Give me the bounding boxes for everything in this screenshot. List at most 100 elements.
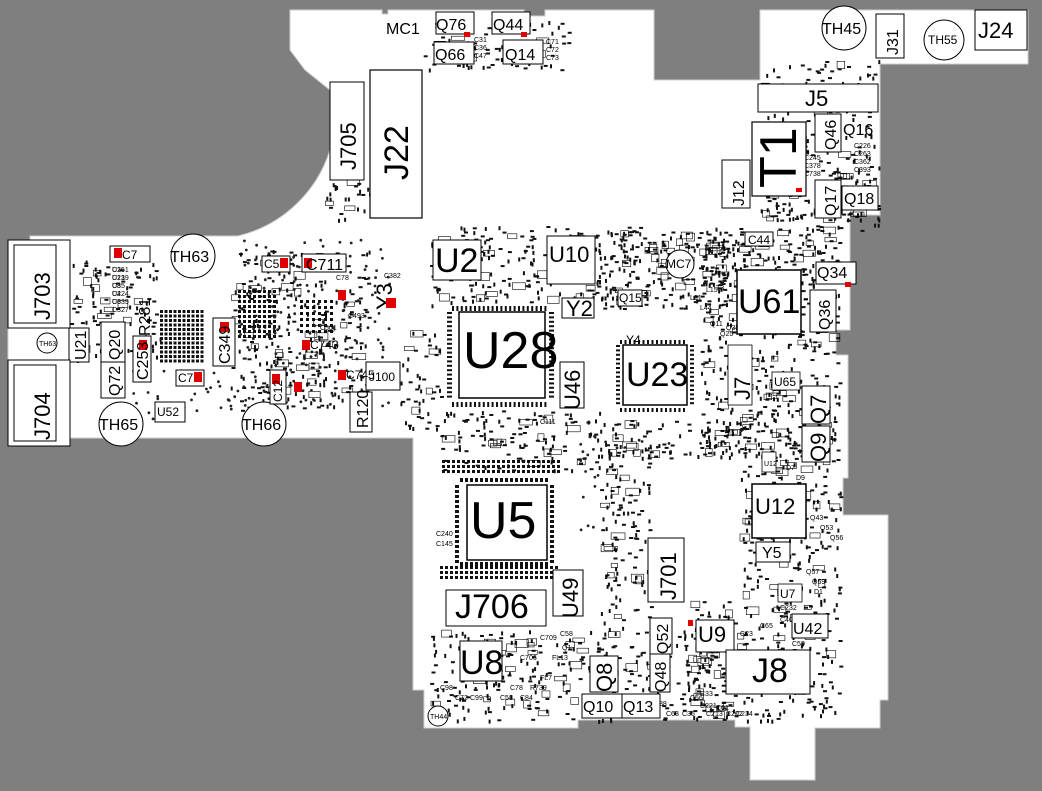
transistor-q20[interactable]: Q20 bbox=[100, 321, 126, 363]
component-u2[interactable]: U2 bbox=[432, 239, 482, 281]
smd-pad bbox=[710, 315, 715, 318]
transistor-q44[interactable]: Q44 bbox=[491, 11, 531, 35]
component-u7[interactable]: U7 bbox=[777, 583, 803, 603]
thermistor-th44[interactable]: TH44 bbox=[427, 705, 449, 727]
transistor-q15-label: Q15 bbox=[619, 291, 642, 305]
smd-pad bbox=[767, 646, 770, 651]
connector-j100[interactable]: J100 bbox=[365, 361, 401, 391]
transformer-t1[interactable]: T1 bbox=[750, 121, 808, 197]
transistor-q34[interactable]: Q34 bbox=[815, 261, 857, 285]
transistor-q52[interactable]: Q52 bbox=[649, 617, 673, 655]
component-u21[interactable]: U21 bbox=[68, 327, 90, 363]
transistor-q72[interactable]: Q72 bbox=[100, 361, 126, 399]
smd-pad bbox=[847, 213, 852, 216]
capacitor-c12[interactable]: C12 bbox=[269, 369, 287, 405]
transistor-q76[interactable]: Q76 bbox=[435, 11, 475, 35]
crystal-y4[interactable]: Y4 bbox=[626, 333, 641, 347]
connector-j31[interactable]: J31 bbox=[875, 13, 905, 59]
component-u42[interactable]: U42 bbox=[791, 613, 829, 639]
smd-pad bbox=[830, 70, 835, 73]
connector-j704[interactable]: J704 bbox=[7, 359, 71, 447]
via bbox=[586, 453, 590, 457]
connector-j7[interactable]: J7 bbox=[727, 344, 755, 406]
connector-j24[interactable]: J24 bbox=[974, 9, 1028, 51]
thermistor-th55[interactable]: TH55 bbox=[923, 19, 965, 61]
component-u46[interactable]: U46 bbox=[559, 361, 585, 410]
transistor-q36[interactable]: Q36 bbox=[809, 289, 837, 333]
component-u52[interactable]: U52 bbox=[154, 401, 186, 423]
smd-pad bbox=[772, 198, 777, 201]
component-u9[interactable]: U9 bbox=[695, 619, 735, 653]
via bbox=[386, 275, 390, 279]
connector-j701[interactable]: J701 bbox=[647, 537, 685, 603]
smd-pad bbox=[510, 576, 513, 579]
smd-pad bbox=[829, 240, 834, 243]
resistor-r281[interactable]: R281 bbox=[137, 298, 154, 336]
smd-pad bbox=[436, 427, 438, 432]
smd-pad bbox=[737, 248, 739, 253]
transistor-q16[interactable]: Q16 bbox=[843, 122, 873, 139]
smd-pad bbox=[187, 346, 190, 349]
smd-pad bbox=[629, 646, 634, 649]
transistor-q66[interactable]: Q66 bbox=[433, 41, 475, 65]
thermistor-th63-small[interactable]: TH63 bbox=[36, 332, 58, 354]
transistor-q7[interactable]: Q7 bbox=[801, 385, 831, 425]
component-u28[interactable]: U28 bbox=[458, 311, 558, 399]
component-u65[interactable]: U65 bbox=[771, 371, 801, 391]
smd-pad bbox=[541, 23, 544, 28]
smd-pad bbox=[651, 272, 656, 275]
thermistor-th45[interactable]: TH45 bbox=[821, 5, 867, 51]
component-u49[interactable]: U49 bbox=[552, 569, 584, 618]
component-u23[interactable]: U23 bbox=[622, 344, 688, 406]
transistor-q13[interactable]: Q13 bbox=[621, 693, 661, 719]
transistor-q8[interactable]: Q8 bbox=[589, 655, 619, 693]
capacitor-c253[interactable]: C253 bbox=[132, 335, 152, 383]
smd-pad bbox=[728, 455, 731, 460]
connector-j703[interactable]: J703 bbox=[7, 239, 71, 329]
connector-j12[interactable]: J12 bbox=[721, 159, 751, 209]
transistor-q46[interactable]: Q46 bbox=[814, 113, 842, 153]
capacitor-c349[interactable]: C349 bbox=[212, 317, 236, 367]
transistor-q10[interactable]: Q10 bbox=[581, 693, 623, 719]
transistor-q48[interactable]: Q48 bbox=[649, 653, 671, 693]
smd-pad bbox=[405, 421, 407, 426]
component-u5[interactable]: U5 bbox=[466, 484, 548, 561]
connector-j8[interactable]: J8 bbox=[725, 649, 811, 695]
resistor-r120[interactable]: R120 bbox=[349, 390, 373, 433]
smd-pad bbox=[828, 77, 832, 80]
smd-pad bbox=[806, 233, 811, 236]
capacitor-c711[interactable]: C711 bbox=[301, 253, 347, 274]
capacitor-c743[interactable]: C743 bbox=[302, 338, 339, 352]
connector-j705[interactable]: J705 bbox=[329, 81, 365, 181]
capacitor-c7-lower[interactable]: C7 bbox=[175, 369, 205, 387]
component-u12[interactable]: U12 bbox=[751, 483, 807, 539]
transistor-q9[interactable]: Q9 bbox=[801, 425, 831, 463]
capacitor-c745[interactable]: C745 bbox=[338, 368, 375, 382]
smd-pad bbox=[777, 405, 781, 408]
smd-pad bbox=[595, 291, 600, 294]
via bbox=[588, 435, 592, 439]
capacitor-c5[interactable]: C5 bbox=[261, 255, 291, 273]
connector-j706[interactable]: J706 bbox=[445, 588, 547, 627]
connector-j5[interactable]: J5 bbox=[757, 83, 879, 113]
capacitor-c7[interactable]: C7 bbox=[109, 245, 151, 263]
crystal-y2[interactable]: Y2 bbox=[561, 296, 595, 321]
smd-pad bbox=[523, 250, 528, 253]
thermistor-th65[interactable]: TH65 bbox=[98, 401, 144, 447]
component-u12-small[interactable]: U12 bbox=[761, 451, 777, 473]
mic-mc1[interactable]: MC1 bbox=[386, 21, 420, 38]
thermistor-th63[interactable]: TH63 bbox=[170, 233, 216, 279]
transistor-q18[interactable]: Q18 bbox=[841, 185, 879, 211]
component-u8[interactable]: U8 bbox=[459, 640, 503, 682]
transistor-q17[interactable]: Q17 bbox=[814, 179, 842, 219]
capacitor-c44[interactable]: C44 bbox=[744, 231, 774, 247]
component-u61[interactable]: U61 bbox=[736, 269, 802, 335]
component-u10[interactable]: U10 bbox=[546, 235, 596, 285]
mic-mc7[interactable]: MC7 bbox=[665, 249, 695, 279]
transistor-q15[interactable]: Q15 bbox=[617, 289, 643, 307]
transistor-q14[interactable]: Q14 bbox=[502, 39, 544, 65]
crystal-y5[interactable]: Y5 bbox=[755, 541, 791, 563]
smd-pad bbox=[510, 478, 513, 482]
connector-j22[interactable]: J22 bbox=[369, 69, 423, 219]
thermistor-th66[interactable]: TH66 bbox=[241, 401, 287, 447]
